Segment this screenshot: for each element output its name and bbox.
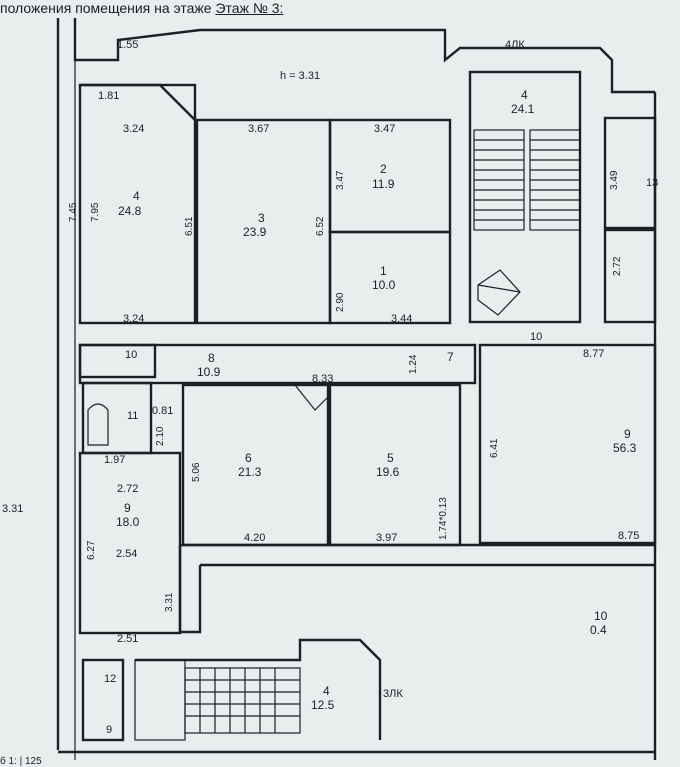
stair-label-top: 4ЛК: [505, 39, 525, 51]
dim-7-45: 7.45: [68, 202, 79, 222]
dim-2-90: 2.90: [335, 292, 346, 312]
room-6-area: 21.3: [238, 465, 262, 479]
dim-4-20: 4.20: [244, 532, 265, 544]
dim-3-67: 3.67: [248, 123, 269, 135]
stair-top: [473, 129, 581, 316]
dimension-labels: 1.55 1.81 3.24 3.67 3.47 3.24 3.44 10 10…: [2, 39, 658, 736]
dim-2-54: 2.54: [116, 548, 137, 560]
dim-1-24: 1.24: [408, 354, 419, 374]
room-9-right-area: 56.3: [613, 441, 637, 455]
dim-3-47-vert: 3.47: [335, 170, 346, 190]
room-5-num: 5: [387, 451, 394, 465]
dim-0-81: 0.81: [152, 405, 173, 417]
dim-1-81: 1.81: [98, 90, 119, 102]
dim-12: 12: [104, 673, 116, 685]
room-labels: 4 24.8 3 23.9 2 11.9 1 10.0 4 24.1 8 10.…: [116, 88, 637, 712]
top-rooms: [78, 70, 657, 325]
vertical-dimensions: 7.45 7.95 6.51 6.52 3.47 2.90 1.24 2.10 …: [68, 170, 623, 612]
dim-6-27: 6.27: [86, 540, 97, 560]
dim-3-44: 3.44: [391, 313, 412, 325]
room-8-num: 8: [208, 351, 215, 365]
dim-5-06: 5.06: [191, 462, 202, 482]
room-8-area: 10.9: [197, 365, 221, 379]
room-5-area: 19.6: [376, 465, 400, 479]
dim-10-right: 10: [530, 331, 542, 343]
dim-2-72: 2.72: [117, 483, 138, 495]
room-9-left-num: 9: [124, 501, 131, 515]
room-6-num: 6: [245, 451, 252, 465]
dim-2-51: 2.51: [117, 633, 138, 645]
room-1-area: 10.0: [372, 278, 396, 292]
dim-2-72-right: 2.72: [612, 256, 623, 276]
middle-rooms: [78, 343, 657, 635]
dim-1-74: 1.74*0.13: [438, 497, 449, 540]
room-4-bottom-num: 4: [323, 684, 330, 698]
room-7-num: 7: [447, 350, 454, 364]
dim-8-33: 8.33: [312, 373, 333, 385]
room-9-right-num: 9: [624, 427, 631, 441]
scale-footer: б 1: | 125: [0, 756, 42, 767]
room-4-stair-area: 24.1: [511, 102, 535, 116]
stair-label-bottom: 3ЛК: [383, 688, 403, 700]
room-1-num: 1: [380, 264, 387, 278]
room-9-left-area: 18.0: [116, 515, 140, 529]
dim-3-47: 3.47: [374, 123, 395, 135]
dim-3-31-vert: 3.31: [164, 592, 175, 612]
dim-6-52: 6.52: [315, 216, 326, 236]
room-3-area: 23.9: [243, 225, 267, 239]
dim-10-left: 10: [125, 349, 137, 361]
room-2-area: 11.9: [372, 177, 395, 191]
room-3-num: 3: [258, 211, 265, 225]
dim-9: 9: [106, 724, 112, 736]
plan-header: положения помещения на этаже Этаж № 3:: [0, 0, 283, 16]
outer-walls: [56, 18, 657, 760]
room-2-num: 2: [380, 162, 387, 176]
dim-6-41: 6.41: [489, 438, 500, 458]
dim-13: 13: [646, 177, 658, 189]
height-note: h = 3.31: [280, 70, 320, 82]
room-4-bottom-area: 12.5: [311, 698, 335, 712]
room-10-area: 0.4: [590, 623, 607, 637]
dim-1-55: 1.55: [117, 39, 138, 51]
dim-8-77: 8.77: [583, 348, 604, 360]
dim-7-95: 7.95: [90, 202, 101, 222]
header-floor: Этаж № 3:: [215, 0, 284, 16]
header-prefix: положения помещения на этаже: [0, 0, 212, 16]
dim-3-97: 3.97: [376, 532, 397, 544]
room-4-stair-num: 4: [521, 88, 528, 102]
dim-3-24-top: 3.24: [123, 123, 144, 135]
dim-8-75: 8.75: [618, 530, 639, 542]
bottom-rooms: [58, 543, 655, 754]
room-4-left-num: 4: [133, 189, 140, 203]
dim-3-24-bottom: 3.24: [123, 313, 144, 325]
dim-2-10: 2.10: [155, 426, 166, 446]
dim-1-97: 1.97: [104, 454, 125, 466]
room-11-num: 11: [127, 410, 138, 422]
room-4-left-area: 24.8: [118, 204, 142, 218]
dim-3-49: 3.49: [609, 170, 620, 190]
dim-6-51: 6.51: [184, 216, 195, 236]
room-10-num: 10: [594, 609, 608, 623]
left-height: 3.31: [2, 503, 23, 515]
